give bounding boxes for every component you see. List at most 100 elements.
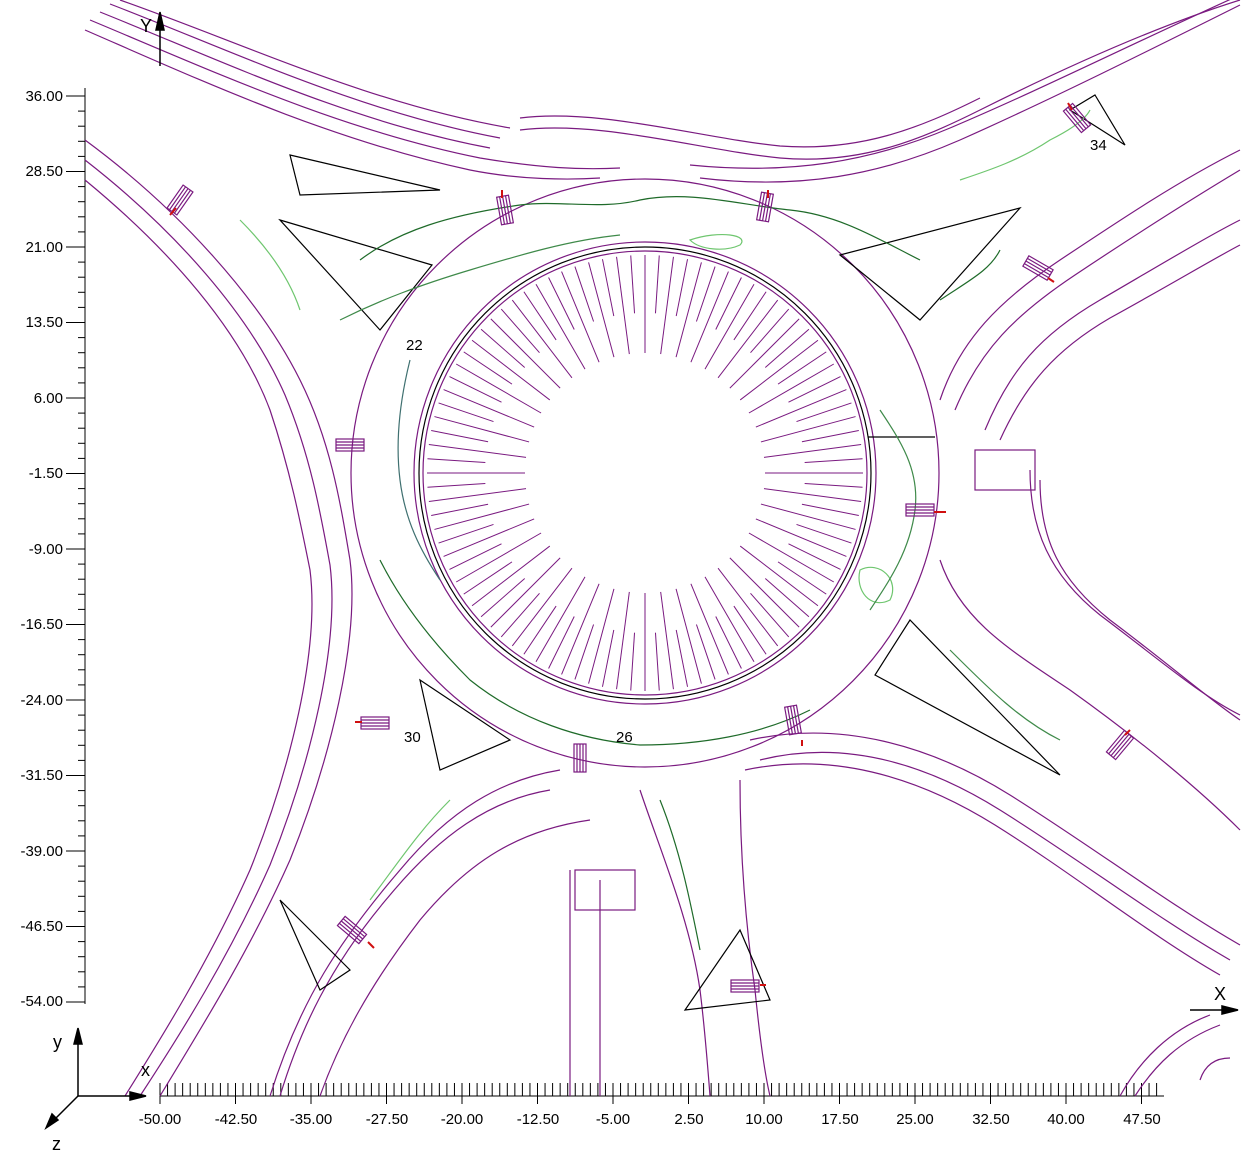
hatch-spoke xyxy=(796,402,852,423)
x-tick-label: -42.50 xyxy=(215,1111,258,1128)
splitter-island-e xyxy=(974,449,1036,491)
sign-marker xyxy=(905,503,935,517)
road-edge-e-upper xyxy=(939,149,1241,401)
road-edge-e-lower xyxy=(1039,479,1241,721)
road-edge-nw xyxy=(89,19,621,170)
hatch-spoke xyxy=(431,429,489,443)
y-tick-label: -24.00 xyxy=(20,692,63,709)
x-tick-label: -50.00 xyxy=(139,1111,182,1128)
hatch-spoke xyxy=(471,545,551,607)
contour-line xyxy=(397,359,441,581)
triangle-island-ne xyxy=(838,206,1022,321)
hatch-spoke xyxy=(523,291,557,341)
y-tick-label: 6.00 xyxy=(34,390,63,407)
road-edge-w xyxy=(84,179,313,1097)
hatch-spoke xyxy=(548,616,575,669)
hatch-spoke xyxy=(427,482,486,488)
hatch-spoke xyxy=(654,632,660,691)
sign-marker xyxy=(166,184,194,216)
hatch-spoke xyxy=(616,256,630,355)
hatch-spoke xyxy=(777,351,827,385)
hatch-spoke xyxy=(449,543,502,570)
red-marker xyxy=(169,207,177,216)
hatch-spoke xyxy=(695,266,716,322)
hatch-spoke xyxy=(750,308,790,354)
contour-label: 34 xyxy=(1090,137,1107,154)
hatch-spoke xyxy=(763,444,862,458)
hatch-spoke xyxy=(729,318,800,389)
road-fragment-se-corner xyxy=(1119,1014,1231,1097)
hatch-spoke xyxy=(535,576,586,663)
x-tick-label: 40.00 xyxy=(1047,1111,1085,1128)
hatch-spoke xyxy=(748,532,835,583)
y-tick-label: -39.00 xyxy=(20,843,63,860)
contour-line xyxy=(858,566,894,604)
hatch-spoke xyxy=(455,363,542,414)
contour-labels: 22 26 30 34 xyxy=(404,137,1107,746)
road-edge-nw xyxy=(99,11,491,149)
hatch-spoke xyxy=(690,271,729,363)
sign-marker xyxy=(755,191,775,223)
y-axis-tick-labels: 36.00 28.50 21.00 13.50 6.00 -1.50 -9.00… xyxy=(20,88,63,1010)
triangle-island-nw xyxy=(278,218,434,331)
road-edge-e-upper xyxy=(999,244,1241,441)
hatch-spoke xyxy=(715,616,742,669)
hatch-spoke xyxy=(449,376,502,403)
y-axis-title: Y xyxy=(140,16,152,36)
contour-label: 22 xyxy=(406,337,423,354)
hatch-spoke xyxy=(801,429,859,443)
hatch-spoke xyxy=(777,561,827,595)
terrain-contours xyxy=(239,109,1091,951)
road-edge-w xyxy=(84,159,333,1097)
surface-boundaries xyxy=(278,94,1126,1011)
hatch-spoke xyxy=(750,592,790,638)
contour-line xyxy=(659,799,701,951)
red-markers xyxy=(169,102,1131,986)
boundary-sw-arm xyxy=(279,899,351,991)
contour-line xyxy=(339,234,621,321)
hatch-spoke xyxy=(588,262,615,358)
hatch-spoke xyxy=(717,299,779,379)
triad-y-label: y xyxy=(53,1032,62,1052)
sign-marker xyxy=(335,438,365,452)
boundary-ne-arm xyxy=(1068,94,1126,146)
road-edge-sw xyxy=(269,769,561,1097)
sign-marker xyxy=(1022,254,1054,282)
sign-marker xyxy=(573,743,587,773)
road-edge-se xyxy=(759,751,1231,961)
hatch-spoke xyxy=(574,266,595,322)
hatch-spoke xyxy=(548,277,575,330)
hatch-spoke xyxy=(616,591,630,690)
hatch-spoke xyxy=(463,351,513,385)
y-tick-label: -54.00 xyxy=(20,993,63,1010)
hatch-spoke xyxy=(490,557,561,628)
road-edge-nw xyxy=(84,29,601,180)
hatch-spoke xyxy=(796,523,852,544)
x-tick-label: 25.00 xyxy=(896,1111,934,1128)
y-axis-arrow xyxy=(155,11,165,66)
x-axis-arrow xyxy=(1190,1005,1239,1015)
x-tick-label: 17.50 xyxy=(821,1111,859,1128)
hatch-spoke xyxy=(511,567,573,647)
red-marker xyxy=(367,941,375,949)
hatch-spoke xyxy=(471,339,551,401)
sign-marker xyxy=(1105,729,1135,761)
y-tick-label: 13.50 xyxy=(25,314,63,331)
triad-x-label: x xyxy=(141,1060,150,1080)
hatch-spoke xyxy=(660,591,674,690)
hatch-spoke xyxy=(690,583,729,675)
hatch-spoke xyxy=(695,624,716,680)
hatch-spoke xyxy=(715,277,742,330)
road-edge-ne xyxy=(689,0,1231,169)
y-tick-label: -46.50 xyxy=(20,918,63,935)
road-geometry xyxy=(84,0,1241,1097)
road-edge-e-upper xyxy=(954,169,1241,411)
hatch-spoke xyxy=(561,271,600,363)
hatch-spoke xyxy=(561,583,600,675)
hatch-spoke xyxy=(733,605,767,655)
road-edge-ne xyxy=(519,0,1241,160)
hatch-spoke xyxy=(438,402,494,423)
y-tick-label: 21.00 xyxy=(25,239,63,256)
central-island-hatching xyxy=(427,255,863,691)
